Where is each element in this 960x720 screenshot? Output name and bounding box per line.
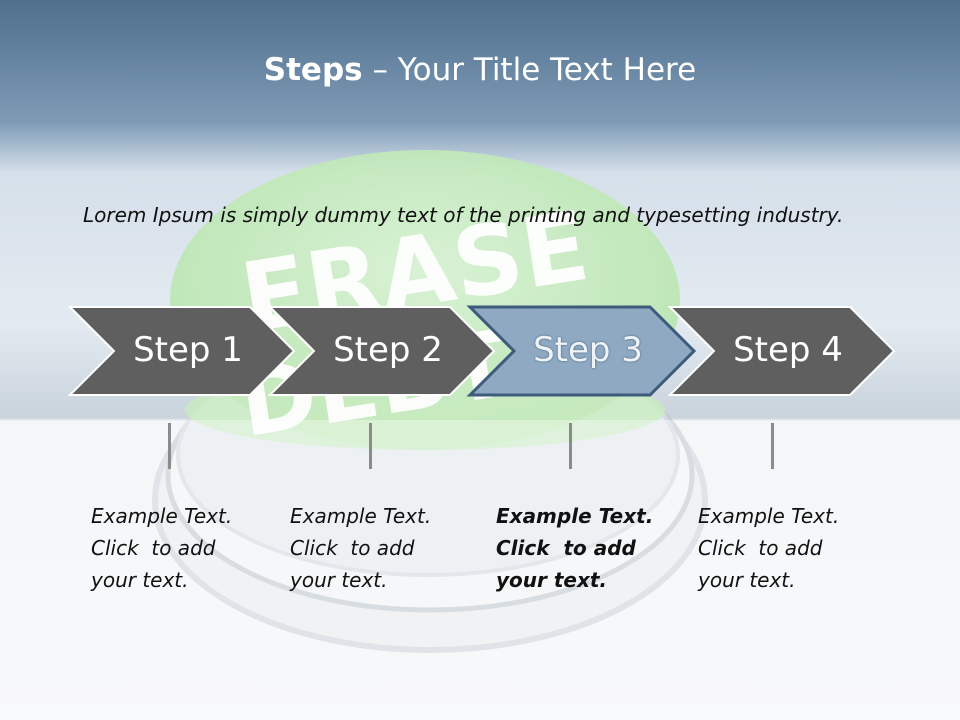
desc-line: Example Text. bbox=[290, 504, 432, 528]
slide-title[interactable]: Steps – Your Title Text Here bbox=[0, 52, 960, 88]
desc-line: Click to add bbox=[91, 536, 216, 560]
desc-line: your text. bbox=[698, 568, 796, 592]
step-4-description[interactable]: Example Text. Click to add your text. bbox=[698, 500, 873, 596]
desc-line: Click to add bbox=[496, 536, 636, 560]
step-1-connector bbox=[168, 423, 171, 469]
step-2-label[interactable]: Step 2 bbox=[333, 330, 443, 370]
desc-line: Click to add bbox=[698, 536, 823, 560]
desc-line: your text. bbox=[496, 568, 608, 592]
desc-line: Example Text. bbox=[496, 504, 654, 528]
step-2-description[interactable]: Example Text. Click to add your text. bbox=[290, 500, 465, 596]
desc-line: Example Text. bbox=[91, 504, 233, 528]
step-2-connector bbox=[369, 423, 372, 469]
step-3-label[interactable]: Step 3 bbox=[533, 330, 643, 370]
desc-line: your text. bbox=[91, 568, 189, 592]
title-bold: Steps bbox=[263, 52, 363, 88]
step-4-label[interactable]: Step 4 bbox=[733, 330, 843, 370]
title-rest: – Your Title Text Here bbox=[362, 52, 697, 88]
step-4-connector bbox=[771, 423, 774, 469]
step-1-label[interactable]: Step 1 bbox=[133, 330, 243, 370]
step-3-description[interactable]: Example Text. Click to add your text. bbox=[496, 500, 671, 596]
step-3-connector bbox=[569, 423, 572, 469]
desc-line: Click to add bbox=[290, 536, 415, 560]
desc-line: your text. bbox=[290, 568, 388, 592]
desc-line: Example Text. bbox=[698, 504, 840, 528]
lead-paragraph[interactable]: Lorem Ipsum is simply dummy text of the … bbox=[83, 203, 844, 227]
step-1-description[interactable]: Example Text. Click to add your text. bbox=[91, 500, 266, 596]
